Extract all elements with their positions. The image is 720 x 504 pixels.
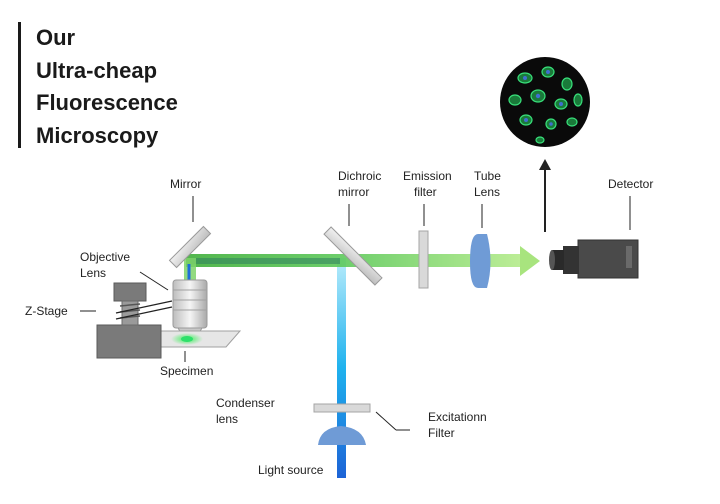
excitation-leader — [375, 411, 397, 431]
objective-leader — [139, 271, 169, 291]
label-emission-2: filter — [414, 185, 437, 199]
label-objective-2: Lens — [80, 266, 106, 280]
label-excitation-2: Filter — [428, 426, 455, 440]
z-stage-connector-2 — [115, 306, 173, 320]
fluorescence-image — [500, 57, 590, 147]
objective-lens — [172, 279, 208, 339]
detector — [549, 239, 639, 279]
title-line-2: Ultra-cheap — [36, 57, 158, 83]
label-dichroic-1: Dichroic — [338, 169, 381, 183]
title-line-1: Our — [36, 25, 76, 50]
label-dichroic-2: mirror — [338, 185, 369, 199]
title-accent-bar — [18, 22, 21, 148]
label-condenser-1: Condenser — [216, 396, 275, 410]
label-objective-1: Objective — [80, 250, 130, 264]
page-title: Our Ultra-cheap Fluorescence Microscopy — [36, 22, 178, 152]
title-line-4: Microscopy — [36, 122, 159, 148]
label-detector: Detector — [608, 177, 653, 191]
emission-beam-arrowhead — [520, 246, 540, 276]
label-emission-1: Emission — [403, 169, 452, 183]
detector-to-image-arrowhead — [539, 159, 551, 170]
excitation-filter — [313, 403, 371, 413]
excitation-beam — [337, 258, 346, 478]
emission-filter — [418, 230, 429, 289]
mirror — [168, 225, 212, 269]
z-stage-connector-1 — [115, 300, 173, 314]
tube-lens — [470, 234, 491, 288]
title-line-3: Fluorescence — [36, 90, 178, 115]
label-tube-2: Lens — [474, 185, 500, 199]
dichroic-mirror — [323, 226, 383, 286]
label-light-source: Light source — [258, 463, 324, 477]
label-condenser-2: lens — [216, 412, 238, 426]
label-excitation-1: Excitationn — [428, 410, 487, 424]
specimen-spot — [181, 336, 193, 342]
z-stage — [96, 282, 162, 359]
label-tube-1: Tube — [474, 169, 501, 183]
label-mirror: Mirror — [170, 177, 201, 191]
label-specimen: Specimen — [160, 364, 213, 378]
condenser-lens — [318, 426, 366, 445]
emission-beam-core — [190, 258, 340, 264]
label-zstage: Z-Stage — [25, 304, 68, 318]
